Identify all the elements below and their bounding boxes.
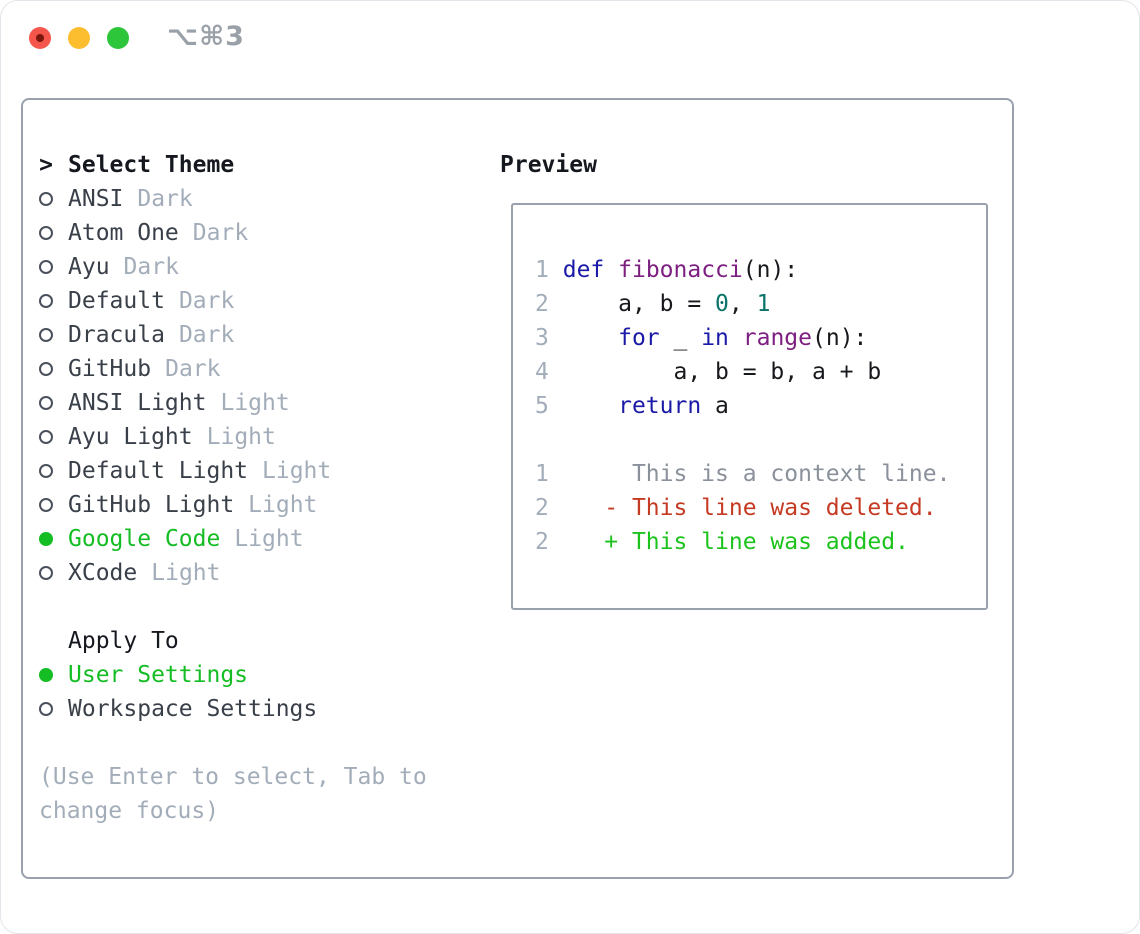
hint-line-1: (Use Enter to select, Tab to (39, 764, 427, 790)
theme-variant: Dark (137, 186, 193, 212)
theme-name: Atom One (68, 220, 179, 246)
preview-title: Preview (500, 152, 597, 178)
theme-name: XCode (68, 560, 138, 586)
theme-variant: Light (206, 424, 276, 450)
radio-icon (39, 192, 53, 206)
line-number: 1 (535, 461, 549, 487)
code-line: 1 def fibonacci(n): (535, 257, 799, 283)
radio-icon (39, 464, 53, 478)
diff-line: 2 + This line was added. (535, 529, 909, 555)
radio-icon (39, 294, 53, 308)
code-line: 3 for _ in range(n): (535, 325, 868, 351)
radio-icon (39, 668, 53, 682)
diff-line: 2 - This line was deleted. (535, 495, 937, 521)
theme-name: Default Light (68, 458, 249, 484)
theme-option-atom-one[interactable]: Atom One Dark (39, 216, 427, 250)
radio-icon (39, 532, 53, 546)
spacer (535, 423, 950, 457)
titlebar (29, 27, 129, 49)
theme-name: Google Code (68, 526, 221, 552)
preview-box: 1 def fibonacci(n): 2 a, b = 0, 1 3 for _ … (511, 203, 988, 610)
theme-option-ansi[interactable]: ANSI Dark (39, 182, 427, 216)
theme-name: GitHub (68, 356, 152, 382)
theme-variant: Light (234, 526, 304, 552)
hint-line-2: change focus) (39, 798, 220, 824)
line-number: 1 (535, 257, 549, 283)
apply-option-label: User Settings (68, 662, 249, 688)
code-line: 4 a, b = b, a + b (535, 359, 882, 385)
line-number: 5 (535, 393, 549, 419)
radio-icon (39, 498, 53, 512)
keyboard-hint: (Use Enter to select, Tab to change focu… (39, 760, 427, 828)
window-title: ⌥⌘3 (167, 21, 245, 52)
radio-icon (39, 260, 53, 274)
theme-option-dracula[interactable]: Dracula Dark (39, 318, 427, 352)
apply-to-title: Apply To (68, 628, 179, 654)
theme-option-default-light[interactable]: Default Light Light (39, 454, 427, 488)
theme-option-default[interactable]: Default Dark (39, 284, 427, 318)
radio-icon (39, 396, 53, 410)
apply-option-user-settings[interactable]: User Settings (39, 658, 427, 692)
theme-variant: Dark (165, 356, 221, 382)
code-line: 5 return a (535, 393, 729, 419)
line-number: 4 (535, 359, 549, 385)
theme-option-xcode[interactable]: XCode Light (39, 556, 427, 590)
line-number: 2 (535, 529, 549, 555)
theme-variant: Dark (192, 220, 249, 246)
theme-option-github-light[interactable]: GitHub Light Light (39, 488, 427, 522)
code-lines: 1 def fibonacci(n): 2 a, b = 0, 1 3 for _ … (535, 253, 950, 423)
line-number: 2 (535, 495, 549, 521)
radio-icon (39, 328, 53, 342)
theme-option-github[interactable]: GitHub Dark (39, 352, 427, 386)
theme-option-ansi-light[interactable]: ANSI Light Light (39, 386, 427, 420)
diff-lines: 1 This is a context line. 2 - This line w… (535, 457, 950, 559)
apply-option-workspace-settings[interactable]: Workspace Settings (39, 692, 427, 726)
theme-name: Default (68, 288, 165, 314)
theme-name: Ayu (68, 254, 110, 280)
theme-name: Dracula (68, 322, 165, 348)
radio-icon (39, 566, 53, 580)
code-line: 2 a, b = 0, 1 (535, 291, 771, 317)
theme-variant: Dark (178, 288, 235, 314)
theme-variant: Light (151, 560, 221, 586)
select-theme-title: Select Theme (68, 152, 235, 178)
theme-variant: Light (262, 458, 332, 484)
minimize-button[interactable] (68, 27, 90, 49)
theme-variant: Dark (123, 254, 179, 280)
spacer (39, 726, 427, 760)
theme-option-ayu[interactable]: Ayu Dark (39, 250, 427, 284)
theme-option-ayu-light[interactable]: Ayu Light Light (39, 420, 427, 454)
zoom-button[interactable] (107, 27, 129, 49)
code-preview: 1 def fibonacci(n): 2 a, b = 0, 1 3 for _ … (535, 253, 950, 559)
radio-icon (39, 702, 53, 716)
apply-to-header-row: Apply To (39, 624, 427, 658)
theme-option-google-code[interactable]: Google Code Light (39, 522, 427, 556)
line-number: 2 (535, 291, 549, 317)
radio-icon (39, 430, 53, 444)
apply-option-label: Workspace Settings (68, 696, 318, 722)
radio-icon (39, 362, 53, 376)
diff-line: 1 This is a context line. (535, 461, 951, 487)
theme-variant: Dark (178, 322, 235, 348)
focus-caret-icon: > (39, 152, 53, 178)
spacer (39, 590, 427, 624)
select-theme-header: > Select Theme (39, 148, 427, 182)
line-number: 3 (535, 325, 549, 351)
theme-variant: Light (248, 492, 318, 518)
theme-variant: Light (220, 390, 290, 416)
theme-name: Ayu Light (68, 424, 193, 450)
radio-icon (39, 226, 53, 240)
theme-name: ANSI (68, 186, 124, 212)
theme-name: GitHub Light (68, 492, 235, 518)
theme-name: ANSI Light (68, 390, 207, 416)
close-button[interactable] (29, 27, 51, 49)
